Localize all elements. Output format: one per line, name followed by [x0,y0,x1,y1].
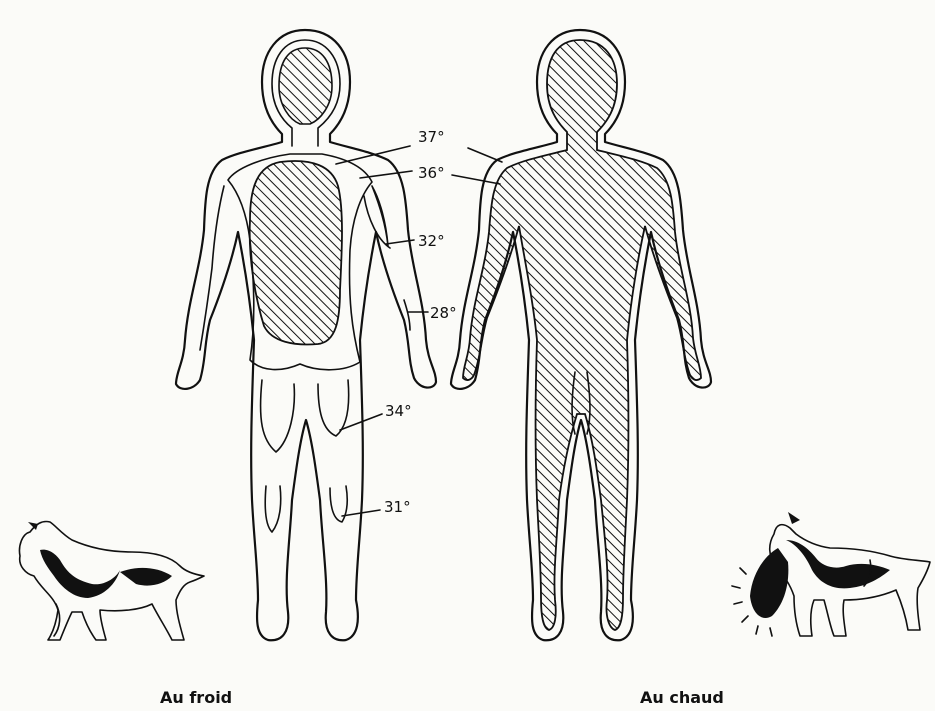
calf-right-zone-cold [330,486,347,522]
label-32: 32° [418,232,445,250]
label-34: 34° [385,402,412,420]
torso-core-cold [250,161,342,344]
label-36: 36° [418,164,445,182]
arm-left-zone-cold [200,186,224,350]
label-28: 28° [430,304,457,322]
leg-left-zone-cold [261,380,295,452]
label-37: 37° [418,128,445,146]
figure-hot [451,30,711,640]
figure-cold [176,30,436,640]
dog-hot [732,512,930,636]
head-core-cold [279,48,332,124]
leader-37 [336,146,410,164]
dog-hot-ear [788,512,800,524]
caption-hot: Au chaud [640,688,724,707]
label-31: 31° [384,498,411,516]
leader-37-hot [468,148,502,162]
dog-cold-back-core [120,568,172,586]
leader-36-hot [452,175,500,184]
caption-cold: Au froid [160,688,232,707]
core-hot [463,40,701,630]
calf-left-zone-cold [265,486,280,532]
dog-hot-core [786,540,890,588]
dog-hot-tongue [750,548,788,618]
dog-cold [19,521,204,640]
dog-cold-core [40,550,120,598]
